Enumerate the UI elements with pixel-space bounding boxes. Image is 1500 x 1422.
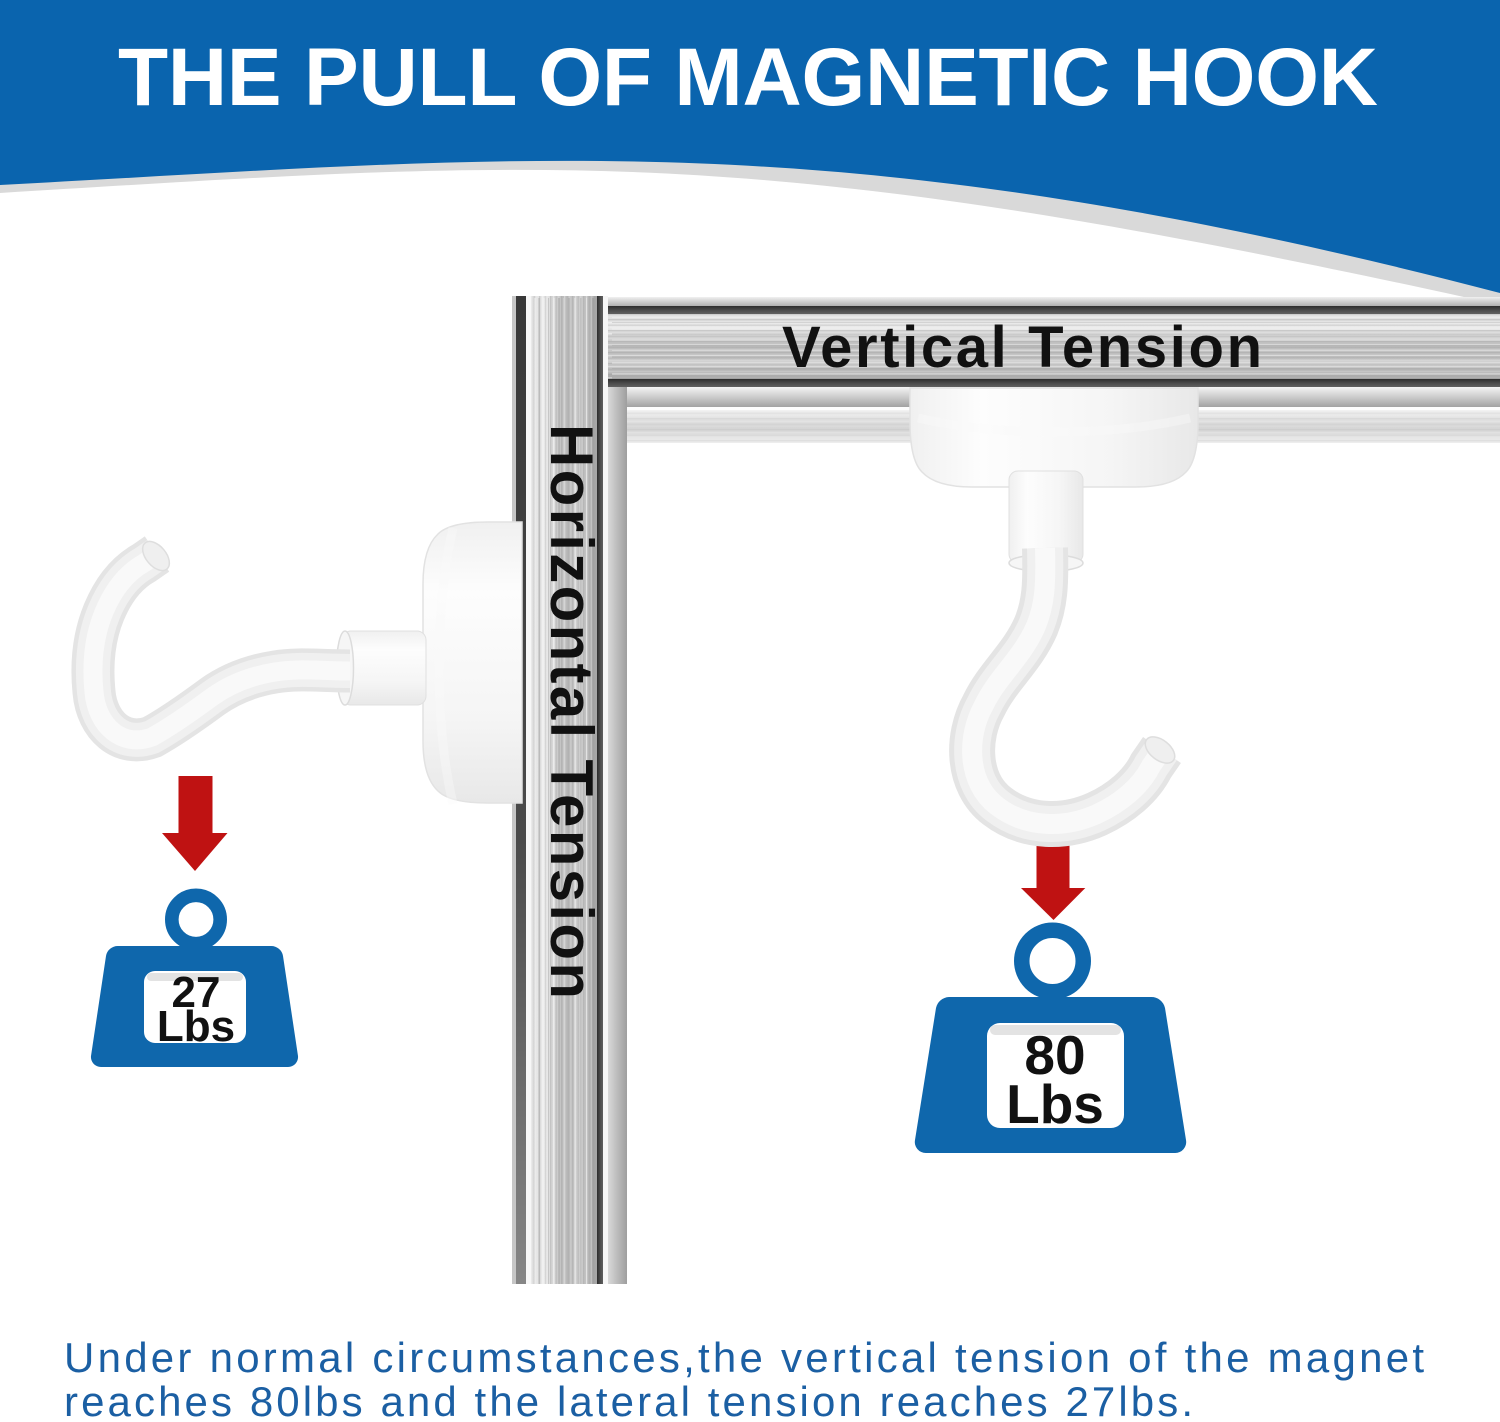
svg-text:reaches 80lbs and the lateral: reaches 80lbs and the lateral tension re…: [64, 1378, 1193, 1422]
svg-text:Lbs: Lbs: [157, 1002, 235, 1051]
svg-text:80: 80: [1024, 1024, 1085, 1086]
svg-text:Under normal circumstances,the: Under normal circumstances,the vertical …: [64, 1334, 1424, 1381]
svg-text:Vertical Tension: Vertical Tension: [782, 315, 1262, 380]
svg-text:27: 27: [172, 968, 221, 1017]
svg-text:Horizontal Tension: Horizontal Tension: [538, 424, 605, 999]
svg-text:Lbs: Lbs: [1006, 1073, 1104, 1135]
svg-text:THE PULL OF MAGNETIC HOOK: THE PULL OF MAGNETIC HOOK: [118, 32, 1378, 123]
